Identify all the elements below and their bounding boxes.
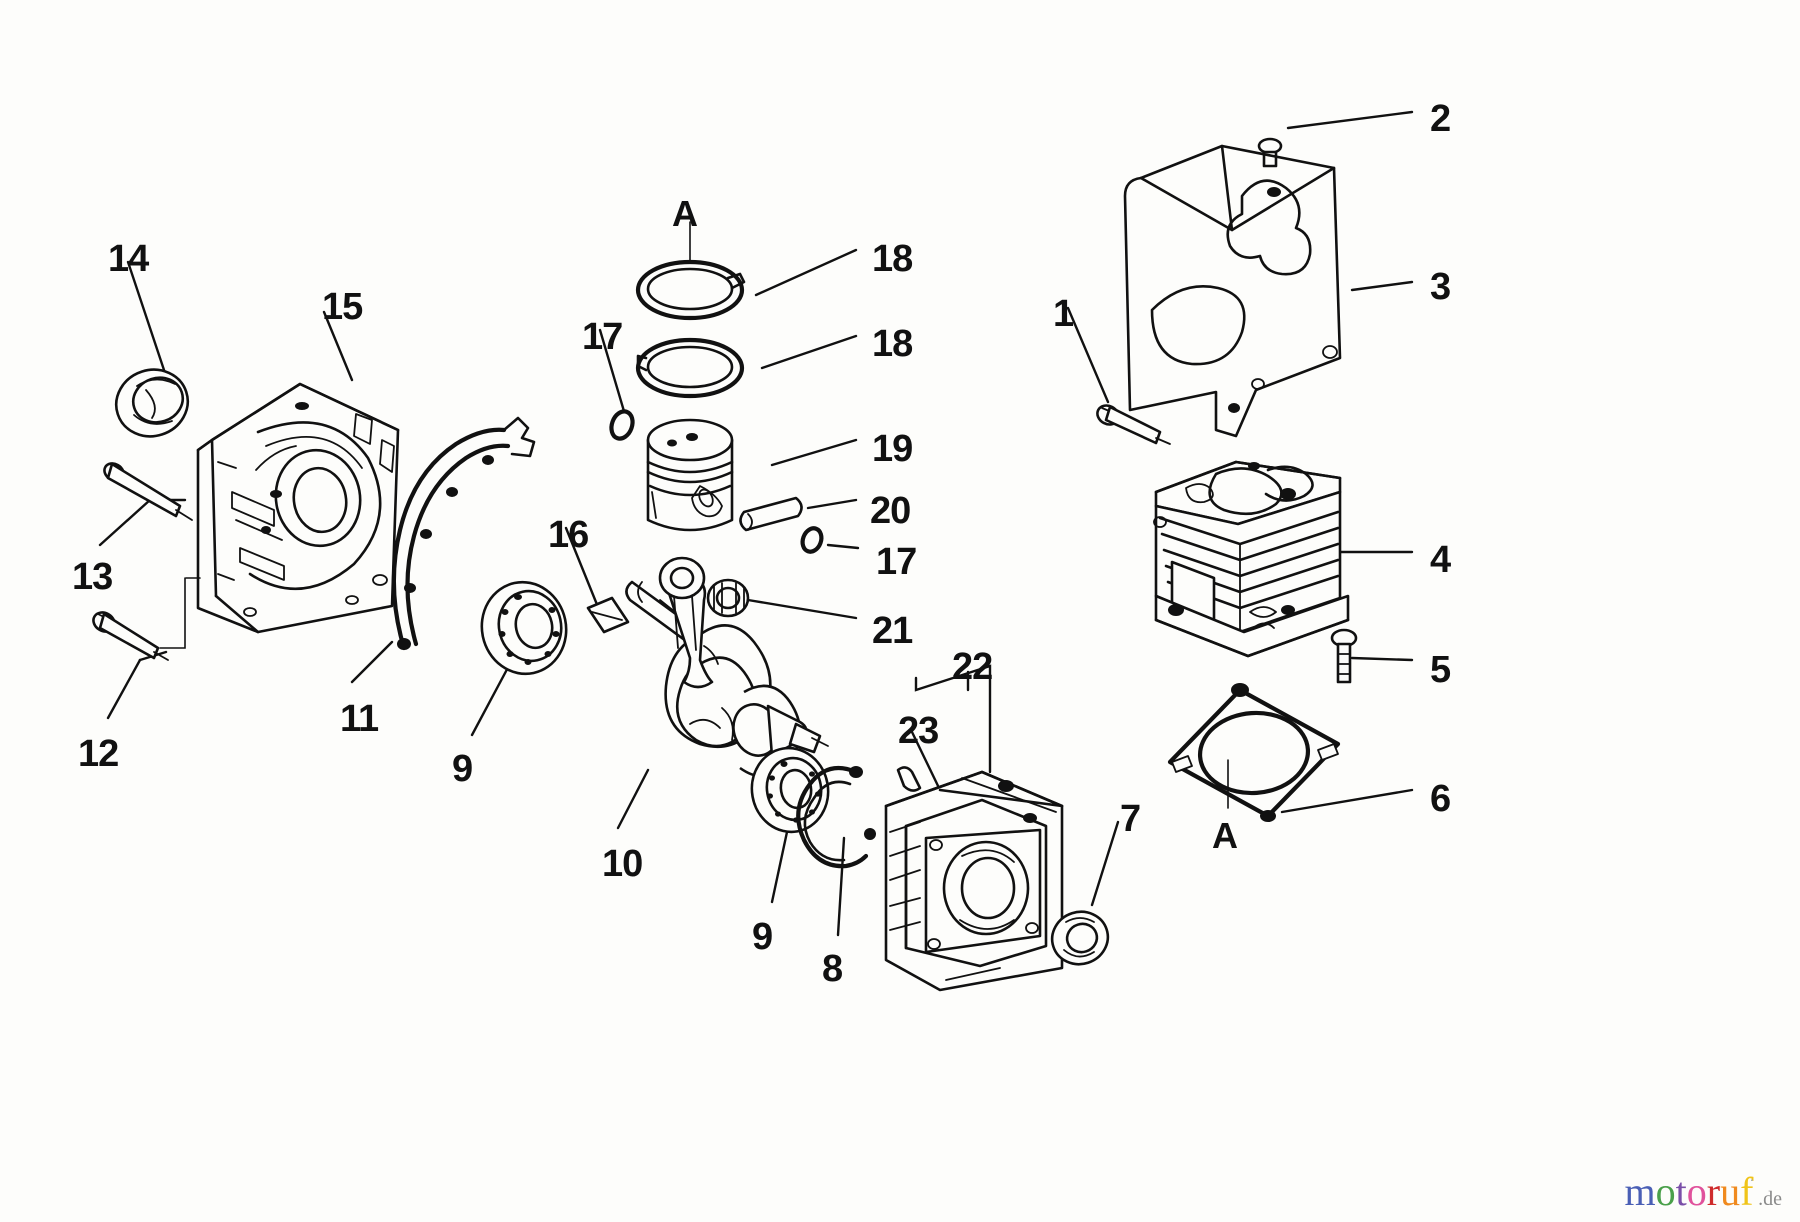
- logo-char-u: u: [1720, 1169, 1741, 1214]
- callout-9-left: 9: [452, 748, 473, 790]
- logo-char-t: t: [1675, 1169, 1687, 1214]
- callout-9-right: 9: [752, 916, 773, 958]
- snap-ring-8: [796, 765, 876, 869]
- callout-13: 13: [72, 556, 113, 598]
- cylinder-gasket-6: [1167, 683, 1341, 822]
- piston-pin-clip-17-left: [609, 409, 635, 441]
- section-marker-a-bottom: A: [1212, 815, 1238, 856]
- callout-8: 8: [822, 948, 843, 990]
- cylinder-shroud-3: [1123, 144, 1342, 438]
- dowel-pin-23: [896, 766, 922, 792]
- screw-2: [1257, 137, 1283, 168]
- logo-char-o1: o: [1655, 1169, 1676, 1214]
- piston-ring-18-second: [635, 337, 745, 399]
- callout-12: 12: [78, 733, 119, 775]
- logo-char-m: m: [1624, 1169, 1656, 1214]
- woodruff-key-16: [586, 596, 630, 634]
- callout-18-second: 18: [872, 323, 913, 365]
- crankcase-cover-15: [185, 382, 400, 634]
- callout-3: 3: [1430, 266, 1451, 308]
- callout-10: 10: [602, 843, 643, 885]
- needle-bearing-21: [706, 578, 750, 618]
- callout-16: 16: [548, 514, 589, 556]
- oil-seal-14: [114, 368, 190, 438]
- ball-bearing-9-left: [480, 580, 568, 676]
- cylinder-screw-5: [1330, 628, 1358, 684]
- piston-assembly: [609, 259, 824, 554]
- logo-suffix-de: .de: [1758, 1188, 1782, 1210]
- piston-19: [646, 418, 734, 532]
- logo-char-f: f: [1740, 1169, 1754, 1214]
- crankcase-gasket-11: [391, 416, 536, 651]
- callout-15: 15: [322, 286, 363, 328]
- piston-pin-clip-17-right: [800, 526, 824, 554]
- piston-pin-20: [739, 496, 803, 532]
- piston-ring-18-top: [635, 259, 746, 321]
- motoruf-watermark-logo: motoruf·.de: [1625, 1172, 1782, 1212]
- callout-23: 23: [898, 710, 939, 752]
- callout-6: 6: [1430, 778, 1451, 820]
- callout-19: 19: [872, 428, 913, 470]
- section-marker-a-top: A: [672, 193, 698, 234]
- screw-13: [103, 462, 193, 521]
- logo-char-o2: o: [1686, 1169, 1707, 1214]
- callout-21: 21: [872, 610, 913, 652]
- callout-7: 7: [1120, 798, 1141, 840]
- crankcase-22: [884, 770, 1064, 992]
- screw-12: [92, 611, 169, 661]
- crankshaft-10: [625, 556, 829, 778]
- callout-4: 4: [1430, 539, 1451, 581]
- callout-20: 20: [870, 490, 911, 532]
- callout-22: 22: [952, 646, 993, 688]
- logo-accent-dot: ·: [1749, 1174, 1755, 1189]
- callout-17-left: 17: [582, 316, 623, 358]
- callout-11: 11: [340, 698, 379, 740]
- oil-seal-7: [1050, 910, 1110, 966]
- callout-14: 14: [108, 238, 149, 280]
- callout-2: 2: [1430, 98, 1451, 140]
- callout-18-top: 18: [872, 238, 913, 280]
- logo-char-r: r: [1706, 1169, 1721, 1214]
- screw-1: [1096, 404, 1171, 445]
- callout-5: 5: [1430, 649, 1451, 691]
- callout-17-right: 17: [876, 541, 917, 583]
- callout-1: 1: [1053, 293, 1074, 335]
- leader-lines: [98, 110, 1414, 937]
- cylinder-4: [1153, 460, 1350, 658]
